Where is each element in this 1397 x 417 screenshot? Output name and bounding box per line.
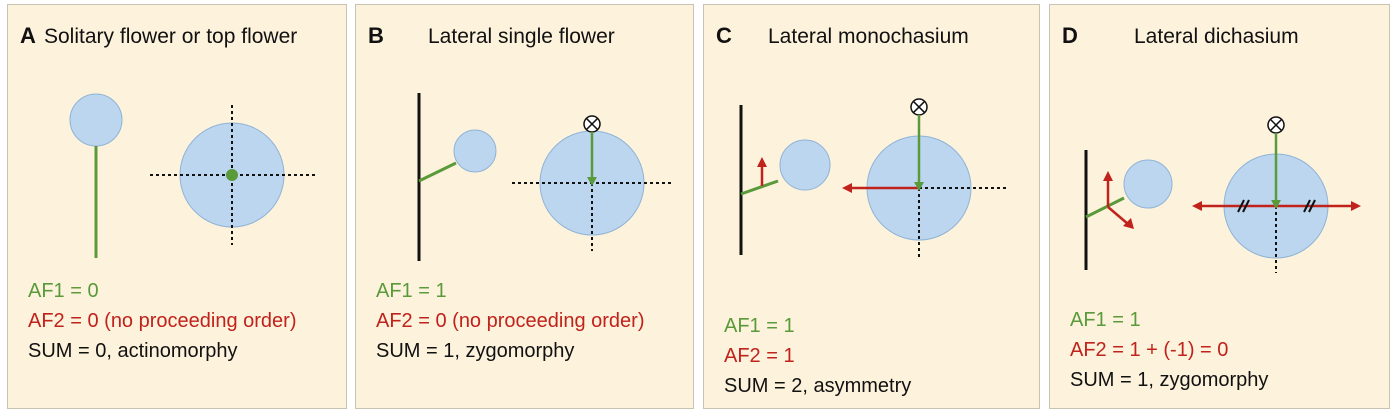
af2-arrow-down: [1107, 206, 1129, 225]
main-axis-position-icon: [583, 115, 601, 133]
flower-circle: [779, 139, 831, 191]
af1-label: AF1 = 1: [724, 315, 795, 337]
diagram-a: [69, 93, 316, 258]
af2-label: AF2 = 0 (no proceeding order): [376, 310, 645, 332]
af1-label: AF1 = 0: [28, 280, 99, 302]
sum-label: SUM = 1, zygomorphy: [1070, 369, 1269, 391]
diagram-c: [739, 98, 1006, 257]
panel-b: B Lateral single flower AF1 = 1 AF2 = 0 …: [355, 4, 694, 409]
af2-arrowhead: [757, 157, 767, 167]
af2-arrowhead-left: [1192, 201, 1202, 211]
panel-title: Lateral single flower: [428, 25, 615, 48]
af2-arrowhead-right: [1351, 201, 1361, 211]
pedicel: [1085, 196, 1125, 219]
panel-letter: C: [716, 23, 732, 48]
panel-title: Lateral dichasium: [1134, 25, 1299, 48]
af2-label: AF2 = 1 + (-1) = 0: [1070, 339, 1229, 361]
panel-letter: A: [20, 23, 36, 48]
cancel-marks: [1237, 199, 1316, 213]
sum-label: SUM = 1, zygomorphy: [376, 340, 575, 362]
panel-title: Lateral monochasium: [768, 25, 969, 48]
pedicel: [418, 161, 457, 183]
panel-letter: D: [1062, 23, 1078, 48]
sum-label: SUM = 0, actinomorphy: [28, 340, 238, 362]
flower-circle: [453, 129, 497, 173]
af1-arrowhead: [1271, 200, 1281, 209]
stats: AF1 = 0 AF2 = 0 (no proceeding order) SU…: [28, 276, 297, 366]
af1-label: AF1 = 1: [1070, 309, 1141, 331]
stats: AF1 = 1 AF2 = 1 SUM = 2, asymmetry: [724, 311, 911, 401]
panel-letter: B: [368, 23, 384, 48]
main-axis-position-icon: [1267, 116, 1285, 134]
center-dot: [226, 169, 238, 181]
panel-d: D Lateral dichasium AF1 = 1 AF2 = 1 + (-…: [1049, 4, 1390, 409]
panel-a: A Solitary flower or top flower AF1 = 0 …: [7, 4, 347, 409]
diagram-b: [417, 93, 674, 261]
stats: AF1 = 1 AF2 = 0 (no proceeding order) SU…: [376, 276, 645, 366]
diagram-d: [1084, 116, 1361, 273]
af1-arrowhead: [914, 182, 924, 191]
flower-circle: [69, 93, 123, 147]
stats: AF1 = 1 AF2 = 1 + (-1) = 0 SUM = 1, zygo…: [1070, 305, 1268, 395]
flower-circle: [1123, 159, 1173, 209]
af2-arrowhead-horizontal: [842, 183, 852, 193]
af2-arrowhead-up: [1103, 171, 1113, 181]
panel-title: Solitary flower or top flower: [44, 25, 298, 48]
pedicel: [740, 179, 779, 196]
af2-arrowhead-down: [1123, 218, 1134, 229]
af1-arrowhead: [587, 177, 597, 186]
sum-label: SUM = 2, asymmetry: [724, 375, 912, 397]
panel-c: C Lateral monochasium AF1 = 1 AF2 = 1 SU…: [703, 4, 1040, 409]
af1-label: AF1 = 1: [376, 280, 447, 302]
main-axis-position-icon: [910, 98, 928, 116]
af2-label: AF2 = 0 (no proceeding order): [28, 310, 297, 332]
af2-label: AF2 = 1: [724, 345, 795, 367]
